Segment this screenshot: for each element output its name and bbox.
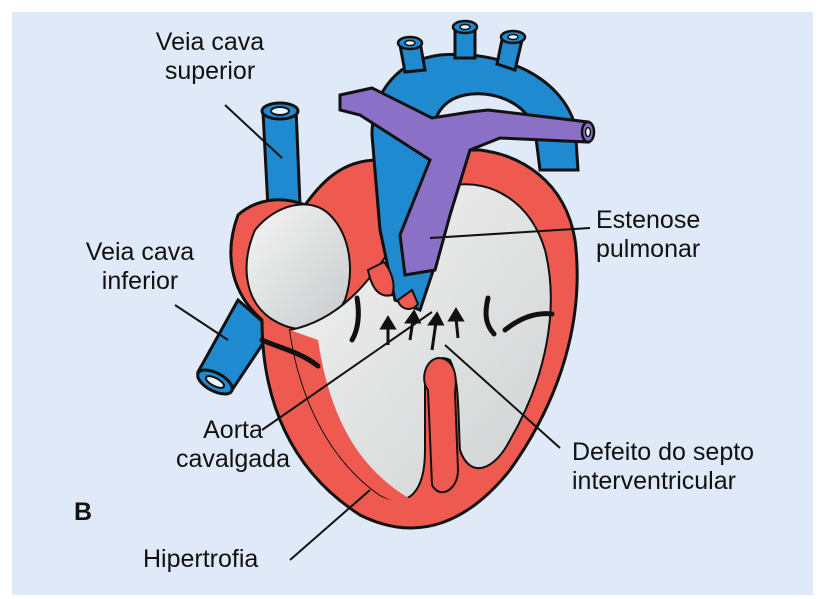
label-hipertrofia: Hipertrofia	[143, 545, 258, 574]
label-veia-cava-superior: Veia cava superior	[120, 28, 300, 86]
label-line: pulmonar	[596, 235, 756, 264]
label-line: inferior	[60, 267, 220, 296]
label-line: Aorta	[168, 416, 298, 445]
label-line: cavalgada	[168, 445, 298, 474]
label-line: superior	[120, 57, 300, 86]
label-line: Veia cava	[60, 238, 220, 267]
label-line: Estenose	[596, 206, 756, 235]
panel-letter: B	[74, 498, 92, 527]
label-line: Veia cava	[120, 28, 300, 57]
label-defeito-do-septo: Defeito do septo interventricular	[572, 438, 802, 496]
label-veia-cava-inferior: Veia cava inferior	[60, 238, 220, 296]
label-estenose-pulmonar: Estenose pulmonar	[596, 206, 756, 264]
label-line: Defeito do septo	[572, 438, 802, 467]
label-aorta-cavalgada: Aorta cavalgada	[168, 416, 298, 474]
superior-vena-cava	[262, 103, 300, 208]
label-line: interventricular	[572, 467, 802, 496]
